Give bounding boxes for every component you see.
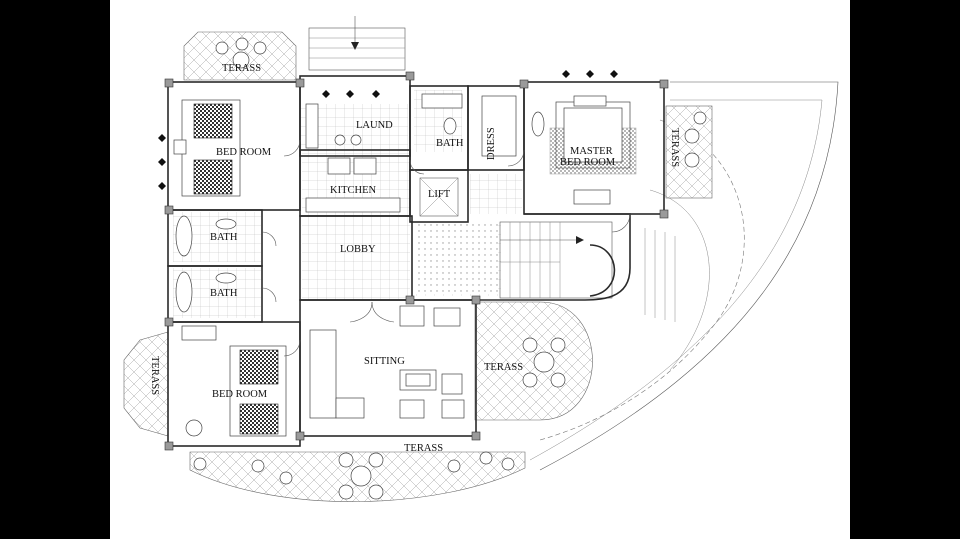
- bed-master: [549, 95, 637, 205]
- label-terass-left: TERASS: [149, 356, 160, 395]
- terrace-bottom: [189, 451, 526, 502]
- door-swings: [261, 139, 631, 357]
- plants: [154, 70, 618, 190]
- label-lobby: LOBBY: [340, 244, 376, 255]
- floor-plan: TERASS LAUND BATH DRESS MASTER BED ROOM …: [123, 16, 839, 502]
- label-master-bed-line2: BED ROOM: [560, 157, 616, 168]
- drawing-sheet: TERASS LAUND BATH DRESS MASTER BED ROOM …: [110, 0, 850, 539]
- bed-bottom: [185, 345, 287, 437]
- label-terass-right: TERASS: [669, 128, 680, 167]
- terrace-mid: [474, 301, 593, 421]
- label-sitting: SITTING: [364, 356, 405, 367]
- label-lift: LIFT: [428, 189, 451, 200]
- kitchen-fixtures: [305, 103, 401, 213]
- label-master-bed-line1: MASTER: [570, 146, 613, 157]
- label-laund: LAUND: [356, 120, 393, 131]
- label-terass-bottom: TERASS: [404, 443, 443, 454]
- walls: [167, 75, 665, 447]
- floor-tiles: [173, 90, 522, 318]
- room-labels: TERASS LAUND BATH DRESS MASTER BED ROOM …: [149, 63, 680, 454]
- columns: [164, 71, 669, 451]
- label-bed-room-top: BED ROOM: [216, 147, 272, 158]
- interior-stair: [499, 221, 616, 299]
- label-dress: DRESS: [486, 127, 497, 160]
- label-terass-mid: TERASS: [484, 362, 523, 373]
- label-bath-1: BATH: [210, 232, 238, 243]
- label-bath-upper: BATH: [436, 138, 464, 149]
- bath-fixtures: [175, 93, 545, 341]
- site-curves: [529, 81, 839, 471]
- terrace-right: [665, 105, 713, 199]
- entry-steps: [308, 16, 406, 71]
- label-kitchen: KITCHEN: [330, 185, 376, 196]
- label-bed-room-bottom: BED ROOM: [212, 389, 268, 400]
- sitting-furniture: [309, 301, 465, 419]
- label-terass-top: TERASS: [222, 63, 261, 74]
- bed-top: [173, 99, 241, 197]
- terrace-left: [123, 331, 169, 437]
- label-bath-2: BATH: [210, 288, 238, 299]
